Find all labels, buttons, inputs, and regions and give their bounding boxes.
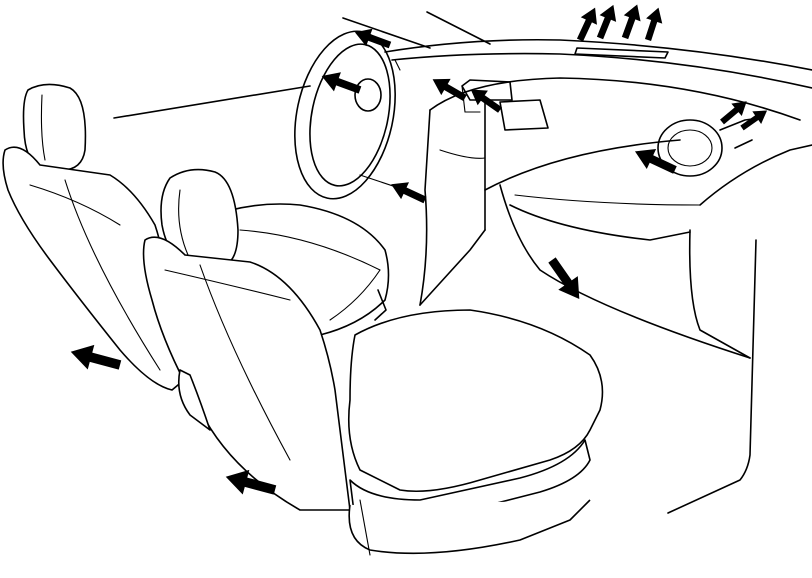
steering-wheel	[280, 22, 409, 208]
windshield-outline	[114, 12, 812, 118]
airflow-defroster-up-arrow-icon-4	[640, 5, 667, 43]
airflow-defroster-up-arrow-icon	[572, 4, 603, 44]
airflow-passenger-foot-arrow-icon	[542, 253, 589, 306]
airflow-right-vent-arrow-icon	[630, 141, 679, 180]
airflow-rear-left-foot-arrow-icon	[67, 339, 123, 377]
rear-seat	[3, 84, 190, 390]
passenger-seat	[349, 310, 603, 555]
airflow-defroster-up-arrow-icon-3	[617, 1, 646, 41]
airflow-driver-foot-arrow-icon	[387, 176, 429, 209]
driver-seat	[144, 170, 389, 510]
dashboard	[360, 48, 812, 358]
airflow-side-window-arrow-icon	[318, 66, 363, 99]
passenger-door	[668, 240, 756, 513]
